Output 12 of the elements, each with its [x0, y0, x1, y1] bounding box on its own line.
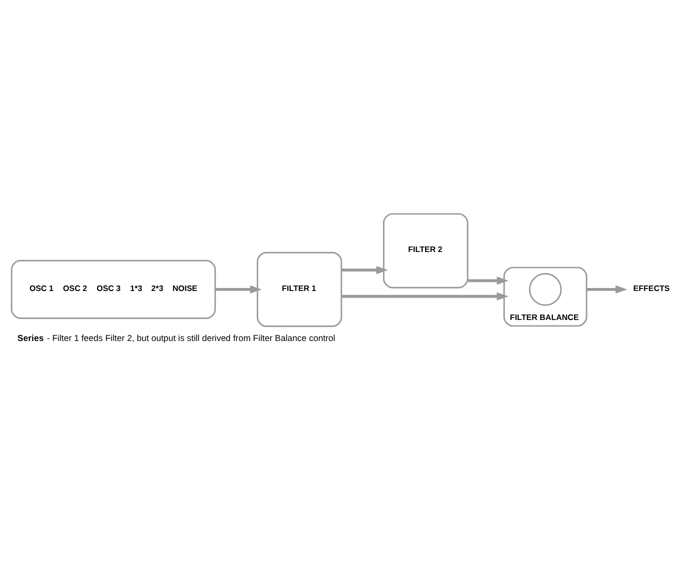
- node-text: EFFECTS: [633, 284, 670, 293]
- arrow: [341, 266, 388, 274]
- cluster: FILTER BALANCE: [503, 266, 588, 327]
- arrow: [586, 285, 628, 294]
- node-box: OSC 1 OSC 2 OSC 3 1*3 2*3 NOISE: [10, 260, 216, 319]
- arrow: [468, 276, 509, 285]
- node-circle: [528, 273, 562, 306]
- node-box: FILTER 2: [382, 213, 468, 288]
- arrow: [215, 285, 262, 294]
- caption: Series - Filter 1 feeds Filter 2, but output is still derived from Filter Balance control: [17, 332, 336, 343]
- arrow: [341, 292, 509, 300]
- node-box: FILTER 1: [256, 252, 342, 328]
